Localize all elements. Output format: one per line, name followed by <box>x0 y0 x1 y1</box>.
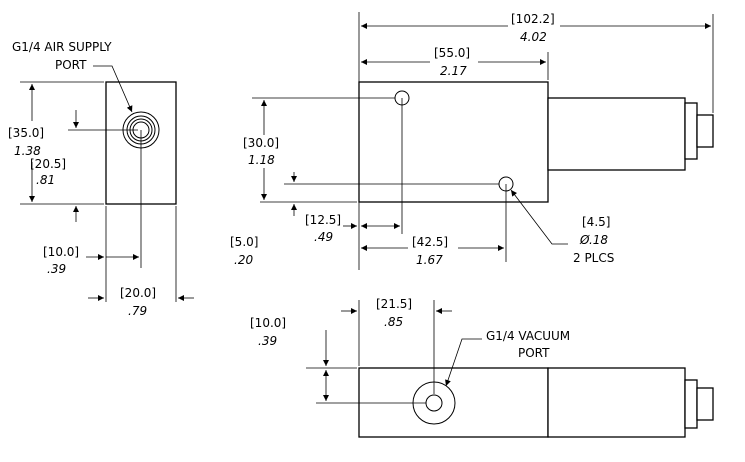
height-dim-mm: [35.0] <box>8 126 44 140</box>
hole-spacing-h-in: 1.67 <box>416 253 443 267</box>
side-port-offset-mm: [10.0] <box>43 245 79 259</box>
hole-spacing-h-mm: [42.5] <box>412 235 448 249</box>
bottom-view-cylinder <box>547 367 686 438</box>
side-view: G1/4 AIR SUPPLY PORT [35.0] 1.38 [20.5] … <box>8 40 194 318</box>
vacuum-port-label-line2: PORT <box>518 346 550 360</box>
vacuum-offset-y-mm: [10.0] <box>250 316 286 330</box>
hole-dia-in: Ø.18 <box>579 233 608 247</box>
vacuum-offset-x-mm: [21.5] <box>376 297 412 311</box>
hole-offset-y-mm: [5.0] <box>230 235 258 249</box>
air-port-leader <box>93 65 133 113</box>
overall-length-in: 4.02 <box>520 30 547 44</box>
front-view-fitting-nut <box>684 102 698 160</box>
front-view: [102.2] 4.02 [55.0] 2.17 [30.0] 1.18 [5.… <box>230 12 714 270</box>
front-view-block <box>358 81 549 203</box>
hole-offset-x-mm: [12.5] <box>305 213 341 227</box>
vacuum-port-label-line1: G1/4 VACUUM <box>486 329 570 343</box>
side-width-dim-in: .79 <box>128 304 147 318</box>
bottom-view-fitting-nut <box>684 379 698 429</box>
air-port-label-line1: G1/4 AIR SUPPLY <box>12 40 112 54</box>
hole-offset-x-in: .49 <box>314 230 333 244</box>
front-view-cylinder <box>547 97 686 171</box>
port-height-dim-mm: [20.5] <box>30 157 66 171</box>
overall-length-mm: [102.2] <box>511 12 555 26</box>
height-dim-in: 1.38 <box>14 144 41 158</box>
hole-offset-y-in: .20 <box>234 253 253 267</box>
front-view-fitting-tip <box>696 114 714 148</box>
vacuum-port-leader <box>445 338 482 387</box>
bottom-view: [10.0] .39 [21.5] .85 G1/4 VACUUM PORT <box>250 297 714 438</box>
block-length-in: 2.17 <box>440 64 467 78</box>
port-height-dim-in: .81 <box>36 173 55 187</box>
hole-dia-mm: [4.5] <box>582 215 610 229</box>
block-length-mm: [55.0] <box>434 46 470 60</box>
hole-spacing-v-in: 1.18 <box>248 153 275 167</box>
hole-qty: 2 PLCS <box>573 251 614 265</box>
side-width-dim-mm: [20.0] <box>120 286 156 300</box>
bottom-view-fitting-tip <box>696 387 714 421</box>
hole-spacing-v-mm: [30.0] <box>243 136 279 150</box>
side-port-offset-in: .39 <box>47 262 66 276</box>
hole-diameter-leader <box>510 189 568 245</box>
air-port-label-line2: PORT <box>55 58 87 72</box>
bottom-view-block <box>358 367 549 438</box>
vacuum-offset-x-in: .85 <box>384 315 403 329</box>
vacuum-offset-y-in: .39 <box>258 334 277 348</box>
